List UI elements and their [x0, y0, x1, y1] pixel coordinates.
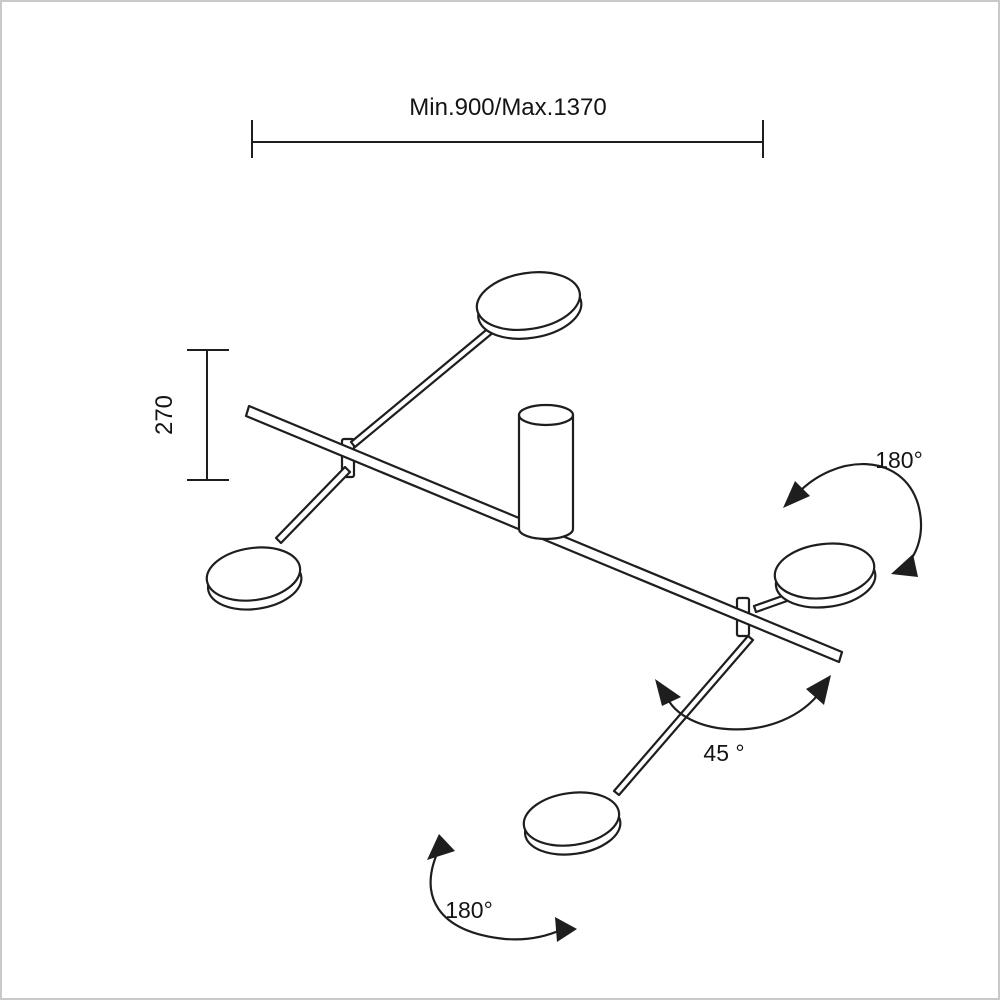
ceiling-canopy-cylinder [517, 403, 575, 541]
rotation-arc-swivel [664, 689, 823, 731]
rotation-arrow-bottom: 180° [427, 834, 577, 942]
arrowhead-icon [806, 675, 831, 705]
arrowhead-icon [655, 679, 681, 706]
height-dimension-label: 270 [151, 395, 178, 435]
lamp-fixture [205, 271, 877, 856]
width-dimension-label: Min.900/Max.1370 [409, 94, 606, 121]
rotation-arrow-swivel-45: 45 ° [655, 675, 831, 766]
arm-top [349, 324, 497, 449]
spot-head-left [205, 546, 303, 611]
arm-left [274, 465, 352, 545]
rotation-arc-bottom [429, 845, 565, 941]
arrowhead-icon [891, 554, 918, 577]
spot-head-right-face [773, 542, 876, 600]
spot-head-right [773, 542, 877, 609]
canopy-body [517, 413, 575, 541]
height-dimension: 270 [151, 349, 229, 481]
rotation-arc-top-right [795, 463, 923, 569]
spot-head-top [475, 271, 583, 340]
spot-head-bottom-face [522, 791, 621, 847]
arrowhead-icon [555, 917, 577, 942]
angle-label-top-right: 180° [875, 447, 923, 473]
arrowhead-icon [783, 481, 810, 508]
spot-head-top-face [475, 271, 582, 331]
rotation-annotations: 180° 45 ° 180° [427, 447, 923, 942]
width-dimension: Min.900/Max.1370 [251, 94, 764, 158]
spot-head-left-face [205, 546, 302, 602]
rotation-arrow-top-right: 180° [783, 447, 923, 577]
angle-label-bottom: 180° [445, 897, 493, 923]
canopy-top [517, 403, 575, 427]
spot-head-bottom [522, 791, 622, 856]
angle-label-swivel: 45 ° [703, 740, 744, 766]
arrowhead-icon [427, 834, 455, 860]
